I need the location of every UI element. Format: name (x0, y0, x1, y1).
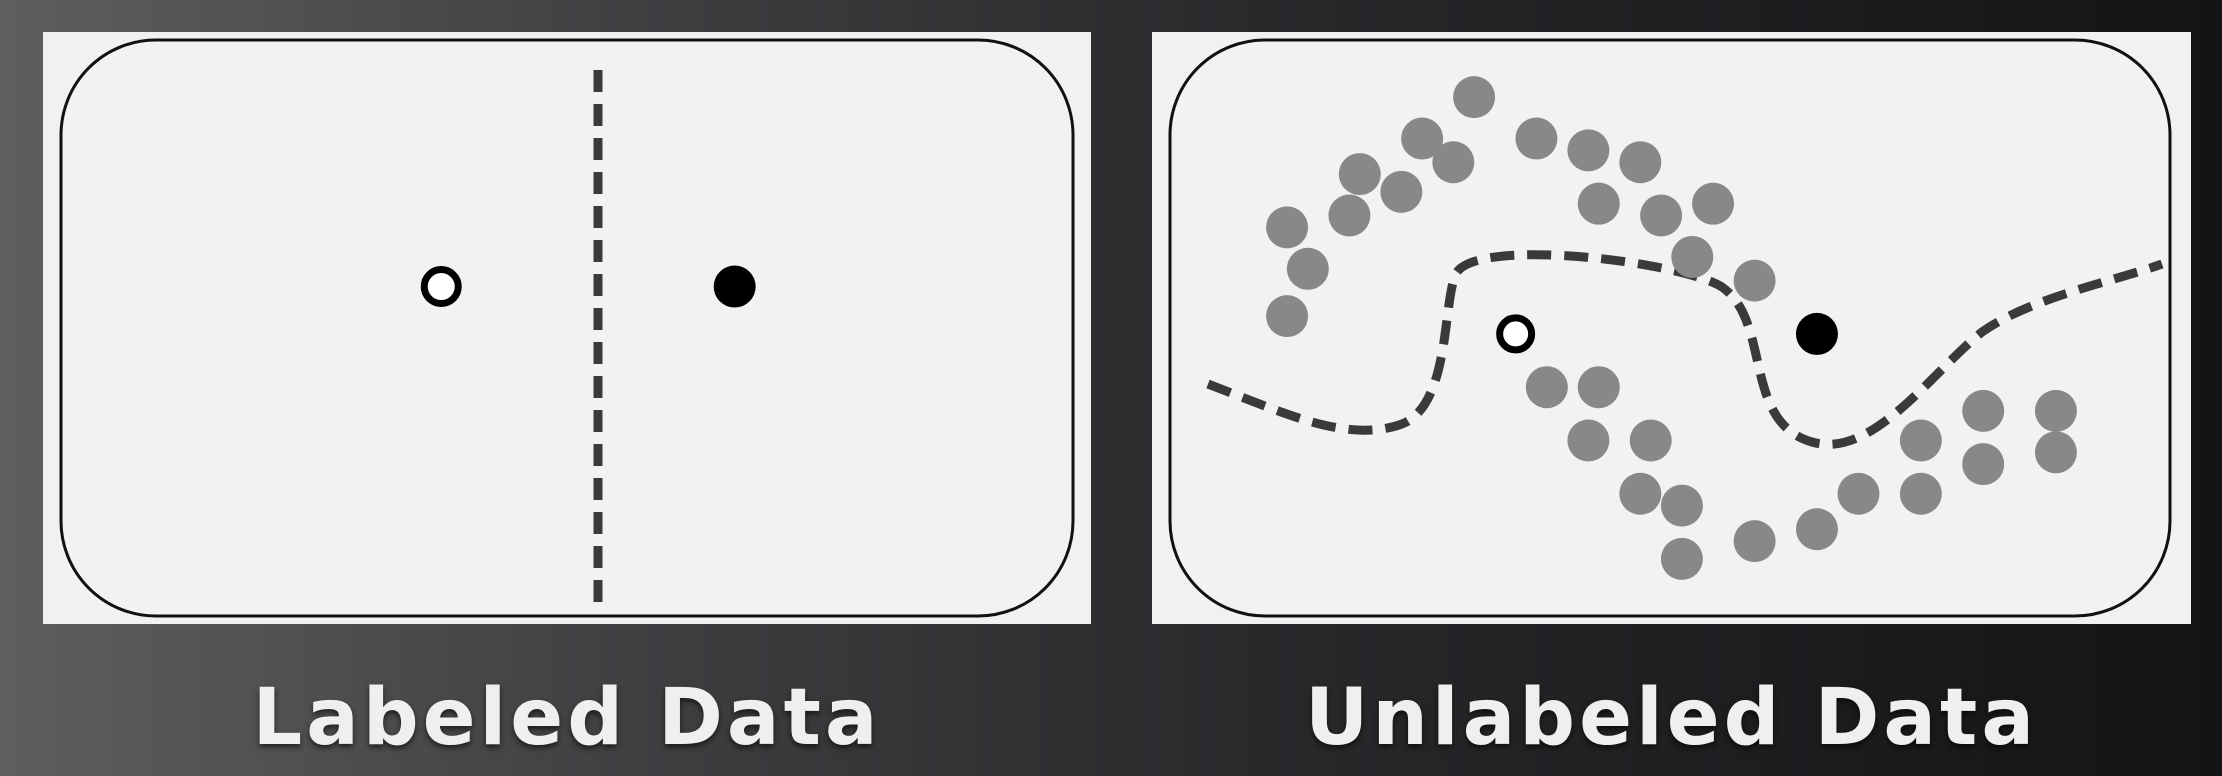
unlabeled-point (1401, 117, 1444, 160)
unlabeled-point (1671, 235, 1714, 278)
unlabeled-point (1338, 153, 1381, 196)
unlabeled-point (1660, 537, 1703, 580)
panel-frame (59, 38, 1075, 618)
unlabeled-data-caption: Unlabeled Data (1305, 673, 2038, 763)
labeled-point-unfilled (1496, 314, 1536, 354)
unlabeled-point (1899, 419, 1942, 462)
unlabeled-point (1266, 206, 1309, 249)
unlabeled-data-panel (1152, 32, 2191, 624)
unlabeled-point (1577, 182, 1620, 225)
unlabeled-point (1577, 366, 1620, 409)
unlabeled-point (1453, 76, 1496, 119)
unlabeled-point (1619, 472, 1662, 515)
labeled-point-unfilled (420, 266, 462, 308)
unlabeled-point (1432, 141, 1475, 184)
labeled-data-diagram (43, 32, 1091, 624)
unlabeled-point (1629, 419, 1672, 462)
unlabeled-point (1567, 129, 1610, 172)
panel-frame (1168, 38, 2172, 618)
unlabeled-point (1286, 247, 1329, 290)
unlabeled-point (1899, 472, 1942, 515)
unlabeled-point (1525, 366, 1568, 409)
unlabeled-point (2034, 431, 2077, 474)
unlabeled-point (1515, 117, 1558, 160)
unlabeled-point (1266, 295, 1309, 338)
unlabeled-point (1328, 194, 1371, 237)
unlabeled-point (1733, 259, 1776, 302)
unlabeled-point (2034, 389, 2077, 432)
decision-boundary-curve (1206, 250, 2164, 449)
labeled-data-panel (43, 32, 1091, 624)
unlabeled-point (1567, 419, 1610, 462)
unlabeled-point (1837, 472, 1880, 515)
unlabeled-point (1962, 389, 2005, 432)
unlabeled-point (1380, 170, 1423, 213)
unlabeled-point (1692, 182, 1735, 225)
unlabeled-point (1660, 484, 1703, 527)
labeled-data-caption: Labeled Data (252, 673, 882, 763)
unlabeled-point (1733, 520, 1776, 563)
unlabeled-point (1795, 508, 1838, 551)
unlabeled-point (1962, 443, 2005, 486)
labeled-point-filled (1795, 312, 1838, 355)
labeled-point-filled (713, 265, 756, 308)
unlabeled-data-diagram (1152, 32, 2191, 624)
unlabeled-point (1640, 194, 1683, 237)
unlabeled-point (1619, 141, 1662, 184)
